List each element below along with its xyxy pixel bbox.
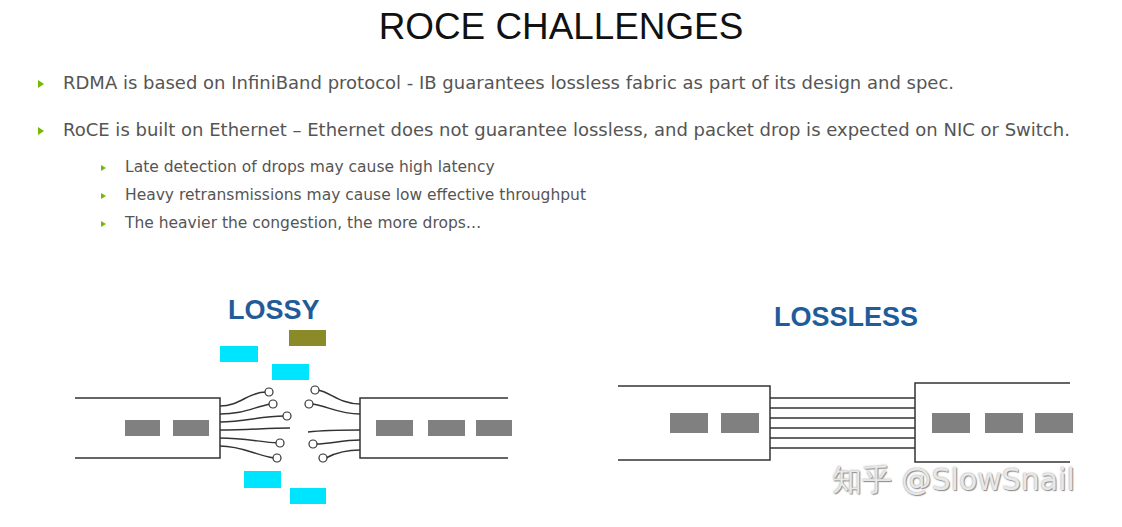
bullet-text: RoCE is built on Ethernet – Ethernet doe… <box>63 119 1070 140</box>
wire-end <box>309 440 317 448</box>
bullet-marker <box>101 221 106 227</box>
wire <box>318 390 360 404</box>
packets <box>670 413 1073 433</box>
packet <box>125 420 160 436</box>
wire <box>220 404 270 414</box>
bullet-marker <box>101 193 106 199</box>
dropped-packets <box>220 346 326 504</box>
wire <box>316 440 360 444</box>
sub-bullet-text: Heavy retransmissions may cause low effe… <box>125 186 586 204</box>
wire-end <box>283 412 291 420</box>
packet <box>428 420 465 436</box>
packet <box>1035 413 1073 433</box>
section-label: LOSSLESS <box>774 302 918 333</box>
sub-bullet-text: The heavier the congestion, the more dro… <box>125 214 481 232</box>
wire <box>220 416 284 422</box>
section-label: LOSSY <box>228 295 320 326</box>
bullet-marker <box>38 127 44 135</box>
packet <box>721 413 759 433</box>
watermark: 知乎 @SlowSnail <box>832 460 1075 501</box>
bullet-marker <box>101 165 106 171</box>
packet <box>476 420 512 436</box>
wire-end <box>276 439 284 447</box>
wire-end <box>305 400 313 408</box>
wire <box>220 446 274 458</box>
wire-end <box>265 388 273 396</box>
wire-end <box>273 454 281 462</box>
wire <box>312 404 360 414</box>
lossless-pipes <box>618 383 1070 462</box>
wire-end <box>269 400 277 408</box>
bullet-text: RDMA is based on InfiniBand protocol - I… <box>63 72 954 93</box>
dropped-packet <box>220 346 258 362</box>
packet <box>985 413 1023 433</box>
bullet-marker <box>38 80 44 88</box>
wire-end <box>319 454 327 462</box>
packets <box>125 420 512 436</box>
packet <box>173 420 209 436</box>
dropped-packet <box>272 364 309 380</box>
dropped-packet <box>290 488 326 504</box>
wire <box>220 392 266 406</box>
wire-ends <box>265 386 327 462</box>
wire <box>308 430 360 432</box>
packet <box>376 420 413 436</box>
wires <box>770 398 915 448</box>
wire-end <box>311 386 319 394</box>
sub-bullet-text: Late detection of drops may cause high l… <box>125 158 495 176</box>
packet <box>932 413 970 433</box>
dropped-packet <box>289 330 326 346</box>
lossy-pipes <box>75 390 508 458</box>
wire <box>326 450 360 458</box>
left-pipe <box>75 398 220 458</box>
dropped-packet <box>244 471 281 488</box>
wire <box>220 438 278 443</box>
bullet-markers <box>38 80 106 227</box>
packet <box>670 413 708 433</box>
left-pipe <box>618 386 770 460</box>
slide-title: ROCE CHALLENGES <box>0 6 1122 48</box>
wire <box>220 428 290 430</box>
